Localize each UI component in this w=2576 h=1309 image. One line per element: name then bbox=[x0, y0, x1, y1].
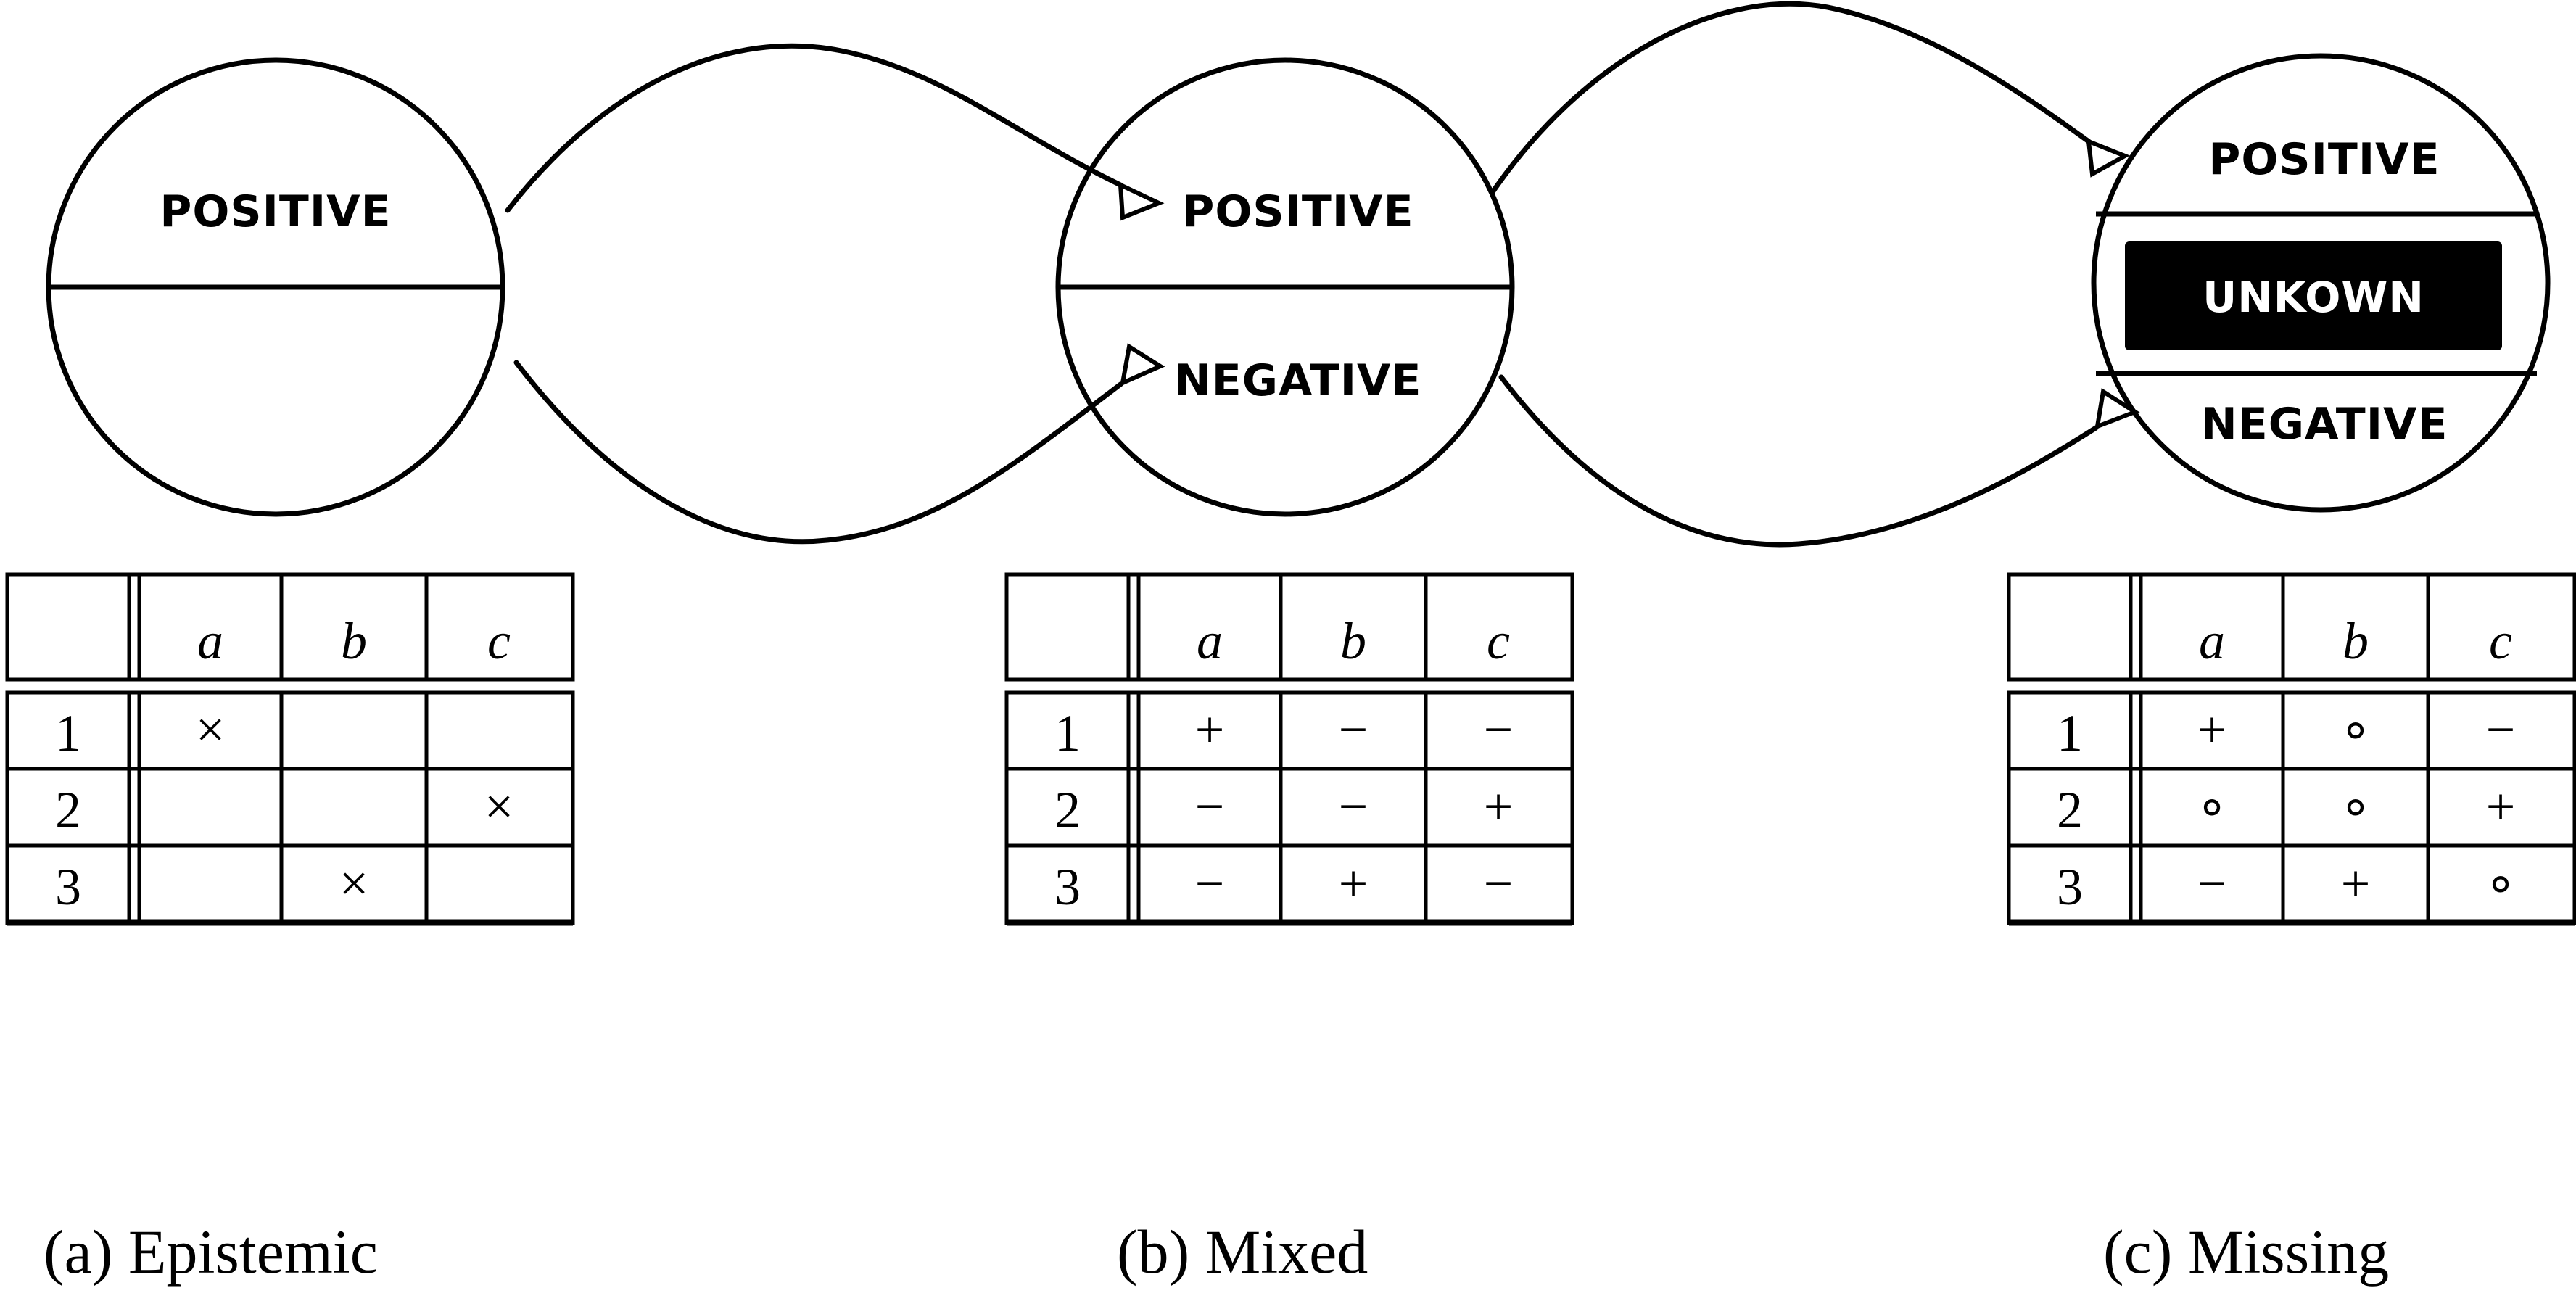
captions: (a) Epistemic (b) Mixed (c) Missing bbox=[44, 1217, 2389, 1287]
mixed-segment-positive-label: POSITIVE bbox=[1182, 186, 1413, 237]
table-c-cell-3c: ∘ bbox=[2484, 854, 2517, 912]
table-a-row-name-3: 3 bbox=[55, 858, 81, 916]
table-b-col-header-a: a bbox=[1197, 612, 1223, 670]
missing-circle-outline bbox=[2091, 53, 2551, 513]
caption-epistemic: (a) Epistemic bbox=[44, 1217, 378, 1287]
arrow-group bbox=[505, 1, 2140, 548]
table-missing: a b c 1 2 3 + ∘ − ∘ ∘ + − + ∘ bbox=[2007, 572, 2576, 926]
missing-circle: POSITIVE UNKOWN NEGATIVE bbox=[2091, 53, 2551, 513]
arrowhead-icon-b-positive bbox=[1118, 181, 1165, 221]
table-b-cell-3a: − bbox=[1195, 854, 1225, 912]
table-b-cell-2b: − bbox=[1339, 777, 1368, 835]
table-mixed: a b c 1 2 3 + − − − − + − + − bbox=[1004, 572, 1574, 926]
epistemic-segment-positive-label: POSITIVE bbox=[160, 186, 391, 237]
table-a-row-name-2: 2 bbox=[55, 781, 81, 839]
table-b-row-name-3: 3 bbox=[1054, 858, 1081, 916]
epistemic-circle: POSITIVE bbox=[46, 57, 505, 517]
table-b-cell-3b: + bbox=[1339, 854, 1368, 912]
table-b-cell-2c: + bbox=[1484, 777, 1514, 835]
missing-segment-unknown-label: UNKOWN bbox=[2203, 273, 2424, 322]
table-c-header-frame bbox=[2007, 572, 2576, 682]
table-b-row-name-2: 2 bbox=[1054, 781, 1081, 839]
table-a-cell-1a: × bbox=[196, 701, 226, 759]
table-c-cell-1a: + bbox=[2197, 701, 2227, 759]
table-c-cell-2a: ∘ bbox=[2195, 777, 2228, 835]
table-c-cell-2c: + bbox=[2486, 777, 2516, 835]
table-a-cell-3b: × bbox=[339, 854, 369, 912]
table-a-header-frame bbox=[5, 572, 575, 682]
table-c-col-header-a: a bbox=[2199, 612, 2225, 670]
unknown-band bbox=[2125, 241, 2502, 350]
table-b-header-frame bbox=[1004, 572, 1574, 682]
table-c-col-header-c: c bbox=[2489, 612, 2512, 670]
table-c-cell-1c: − bbox=[2486, 701, 2516, 759]
table-c-cell-1b: ∘ bbox=[2339, 701, 2371, 759]
arrow-mixed-negative-to-missing-negative bbox=[1498, 374, 2099, 548]
table-b-col-header-b: b bbox=[1340, 612, 1366, 670]
table-c-row-name-3: 3 bbox=[2057, 858, 2083, 916]
table-b-cell-2a: − bbox=[1195, 777, 1225, 835]
table-c-cell-3a: − bbox=[2197, 854, 2227, 912]
caption-mixed: (b) Mixed bbox=[1117, 1217, 1368, 1287]
caption-missing: (c) Missing bbox=[2103, 1217, 2389, 1287]
table-c-cell-2b: ∘ bbox=[2339, 777, 2371, 835]
table-b-row-name-1: 1 bbox=[1054, 704, 1081, 762]
table-b-cell-3c: − bbox=[1484, 854, 1514, 912]
arrow-epistemic-positive-to-mixed-positive bbox=[505, 43, 1123, 213]
table-c-cell-3b: + bbox=[2341, 854, 2371, 912]
arrowhead-icon-c-positive bbox=[2086, 138, 2130, 178]
table-b-cell-1a: + bbox=[1195, 701, 1225, 759]
arrowhead-icon-c-negative bbox=[2094, 388, 2140, 430]
arrow-mixed-positive-to-missing-positive bbox=[1490, 1, 2092, 195]
table-a-col-header-c: c bbox=[487, 612, 511, 670]
table-a-cell-2c: × bbox=[484, 777, 514, 835]
mixed-circle: POSITIVE NEGATIVE bbox=[1055, 57, 1515, 517]
table-b-cell-1c: − bbox=[1484, 701, 1514, 759]
arrow-epistemic-lower-to-mixed-negative bbox=[513, 360, 1123, 545]
table-epistemic: a b c 1 2 3 × × × bbox=[5, 572, 575, 926]
table-a-col-header-a: a bbox=[197, 612, 223, 670]
table-a-col-header-b: b bbox=[341, 612, 367, 670]
table-c-row-name-1: 1 bbox=[2057, 704, 2083, 762]
table-c-row-name-2: 2 bbox=[2057, 781, 2083, 839]
missing-segment-positive-label: POSITIVE bbox=[2208, 134, 2440, 185]
table-c-col-header-b: b bbox=[2342, 612, 2369, 670]
table-b-cell-1b: − bbox=[1339, 701, 1368, 759]
table-a-row-name-1: 1 bbox=[55, 704, 81, 762]
arrowhead-icon-b-negative bbox=[1120, 343, 1165, 387]
missing-segment-negative-label: NEGATIVE bbox=[2201, 399, 2448, 450]
table-b-col-header-c: c bbox=[1487, 612, 1510, 670]
mixed-segment-negative-label: NEGATIVE bbox=[1175, 355, 1422, 406]
